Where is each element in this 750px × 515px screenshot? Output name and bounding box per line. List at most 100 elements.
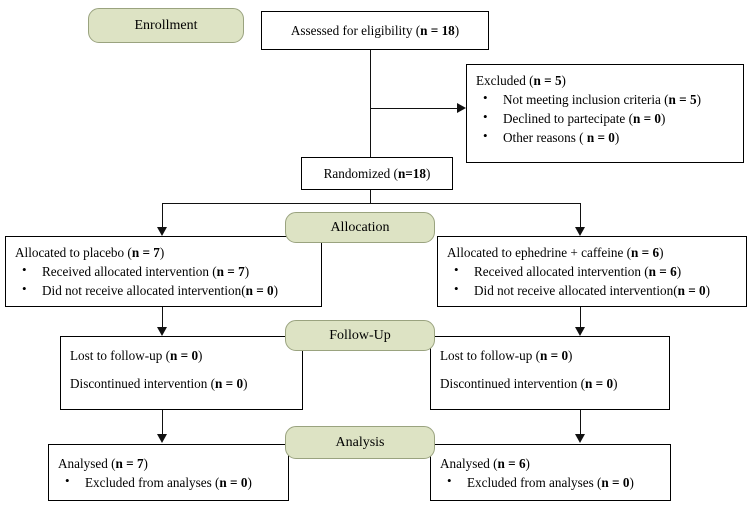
excluded-item-1-n: n = 0 [632, 111, 662, 127]
box-analysed-right: Analysed (n = 6) Excluded from analyses … [430, 444, 671, 501]
analysed-right-heading-pre: Analysed ( [440, 456, 498, 471]
stage-label-allocation: Allocation [285, 212, 435, 243]
assessed-label: Assessed for eligibility ( [290, 22, 421, 38]
allocated-left-item-1-post: ) [273, 283, 279, 299]
allocated-right-item-1-n: n = 0 [677, 283, 706, 299]
box-followup-right: Lost to follow-up (n = 0) Discontinued i… [430, 336, 670, 410]
connector-randomized-stem [370, 190, 371, 203]
excluded-item-2-text: Other reasons ( [503, 130, 587, 146]
followup-right-spacer [440, 365, 661, 374]
allocated-right-item-1-post: ) [705, 283, 711, 299]
allocated-left-item-1-n: n = 0 [245, 283, 274, 299]
allocated-left-heading-pre: Allocated to placebo ( [15, 245, 132, 260]
allocated-left-heading-n: n = 7 [131, 245, 160, 260]
excluded-item-2-post: ) [614, 130, 620, 146]
connector-split-left [162, 203, 163, 231]
allocated-right-heading-post: ) [659, 245, 664, 260]
excluded-heading-post: ) [561, 73, 566, 88]
followup-right-line-1-n: n = 0 [585, 376, 614, 392]
connector-followup-left-to-analysis [162, 410, 163, 438]
analysed-right-item-0-n: n = 0 [601, 475, 630, 491]
assessed-suffix: ) [454, 22, 460, 38]
excluded-item-2-n: n = 0 [586, 130, 615, 146]
assessed-for-eligibility-text: Assessed for eligibility (n = 18) [262, 12, 488, 49]
followup-right-content: Lost to follow-up (n = 0) Discontinued i… [431, 337, 669, 399]
followup-left-content: Lost to follow-up (n = 0) Discontinued i… [61, 337, 302, 399]
excluded-heading-pre: Excluded ( [476, 73, 534, 88]
excluded-item-1-post: ) [661, 111, 666, 127]
stage-label-analysis-text: Analysis [335, 434, 385, 450]
followup-left-line-0-post: ) [198, 348, 203, 363]
followup-left-line-1-text: Discontinued intervention ( [70, 376, 216, 392]
excluded-heading-n: n = 5 [533, 73, 562, 88]
box-assessed-for-eligibility: Assessed for eligibility (n = 18) [261, 11, 489, 50]
arrow-to-followup-right [575, 327, 585, 336]
list-item: Excluded from analyses (n = 0) [440, 472, 662, 492]
randomized-n: n=18 [397, 165, 426, 181]
analysed-left-heading-pre: Analysed ( [58, 456, 116, 471]
followup-right-line-1-post: ) [613, 376, 618, 392]
arrow-to-followup-left [157, 327, 167, 336]
box-excluded: Excluded (n = 5) Not meeting inclusion c… [466, 64, 744, 163]
allocated-right-content: Allocated to ephedrine + caffeine ( n = 6… [438, 237, 746, 306]
stage-label-followup: Follow-Up [285, 320, 435, 351]
analysed-left-content: Analysed (n = 7) Excluded from analyses … [49, 445, 288, 498]
analysed-left-heading-n: n = 7 [115, 456, 144, 471]
analysed-right-item-0-text: Excluded from analyses ( [467, 475, 602, 491]
followup-left-line-0-n: n = 0 [170, 348, 199, 363]
allocated-left-item-1-text: Did not receive allocated intervention( [42, 283, 246, 299]
analysed-left-item-0-text: Excluded from analyses ( [85, 475, 220, 491]
analysed-right-heading: Analysed (n = 6) [440, 454, 662, 473]
followup-right-line-1: Discontinued intervention (n = 0) [440, 374, 661, 393]
allocated-left-heading: Allocated to placebo (n = 7) [15, 243, 313, 262]
list-item: Did not receive allocated intervention(n… [15, 280, 313, 300]
allocated-right-heading-pre: Allocated to ephedrine + caffeine ( [447, 245, 632, 260]
arrow-to-excluded [457, 103, 466, 113]
followup-right-line-1-text: Discontinued intervention ( [440, 376, 586, 392]
stage-label-enrollment-text: Enrollment [134, 17, 198, 33]
list-item: Other reasons ( n = 0) [476, 127, 735, 147]
connector-alloc-right-to-followup [580, 307, 581, 331]
stage-label-analysis: Analysis [285, 426, 435, 459]
box-followup-left: Lost to follow-up (n = 0) Discontinued i… [60, 336, 303, 410]
allocated-right-item-0-post: ) [676, 264, 682, 280]
analysed-left-heading-post: ) [143, 456, 148, 471]
arrow-to-allocation-right [575, 227, 585, 236]
connector-followup-right-to-analysis [580, 410, 581, 438]
stage-label-enrollment: Enrollment [88, 8, 244, 43]
followup-left-line-1: Discontinued intervention (n = 0) [70, 374, 294, 393]
allocated-right-item-0-n: n = 6 [648, 264, 677, 280]
followup-right-line-0-text: Lost to follow-up ( [440, 348, 540, 363]
list-item: Not meeting inclusion criteria (n = 5) [476, 89, 735, 109]
followup-left-line-1-n: n = 0 [215, 376, 244, 392]
connector-assessed-stem [370, 50, 371, 157]
box-allocated-left: Allocated to placebo (n = 7) Received al… [5, 236, 322, 307]
allocated-right-item-1-text: Did not receive allocated intervention( [474, 283, 678, 299]
randomized-label: Randomized ( [323, 165, 398, 181]
followup-left-line-0-text: Lost to follow-up ( [70, 348, 170, 363]
randomized-text: Randomized (n=18) [302, 158, 452, 189]
allocated-left-heading-post: ) [159, 245, 165, 260]
list-item: Received allocated intervention (n = 6) [447, 261, 738, 281]
connector-to-excluded [370, 108, 458, 109]
followup-left-spacer [70, 365, 294, 374]
allocated-right-item-0-text: Received allocated intervention ( [474, 264, 649, 280]
analysed-left-heading: Analysed (n = 7) [58, 454, 280, 473]
arrow-to-allocation-left [157, 227, 167, 236]
allocated-left-content: Allocated to placebo (n = 7) Received al… [6, 237, 321, 306]
list-item: Declined to partecipate (n = 0) [476, 108, 735, 128]
allocated-left-item-0-n: n = 7 [216, 264, 245, 280]
analysed-left-item-0-n: n = 0 [219, 475, 248, 491]
list-item: Received allocated intervention (n = 7) [15, 261, 313, 281]
allocated-left-item-0-text: Received allocated intervention ( [42, 264, 217, 280]
list-item: Did not receive allocated intervention(n… [447, 280, 738, 300]
connector-alloc-left-to-followup [162, 307, 163, 331]
followup-right-line-0: Lost to follow-up (n = 0) [440, 346, 661, 365]
excluded-item-0-n: n = 5 [668, 92, 697, 108]
excluded-item-0-post: ) [696, 92, 701, 108]
followup-left-line-1-post: ) [243, 376, 248, 392]
allocated-right-heading: Allocated to ephedrine + caffeine (n = 6… [447, 243, 738, 262]
stage-label-followup-text: Follow-Up [329, 327, 391, 343]
analysed-right-heading-post: ) [525, 456, 530, 471]
